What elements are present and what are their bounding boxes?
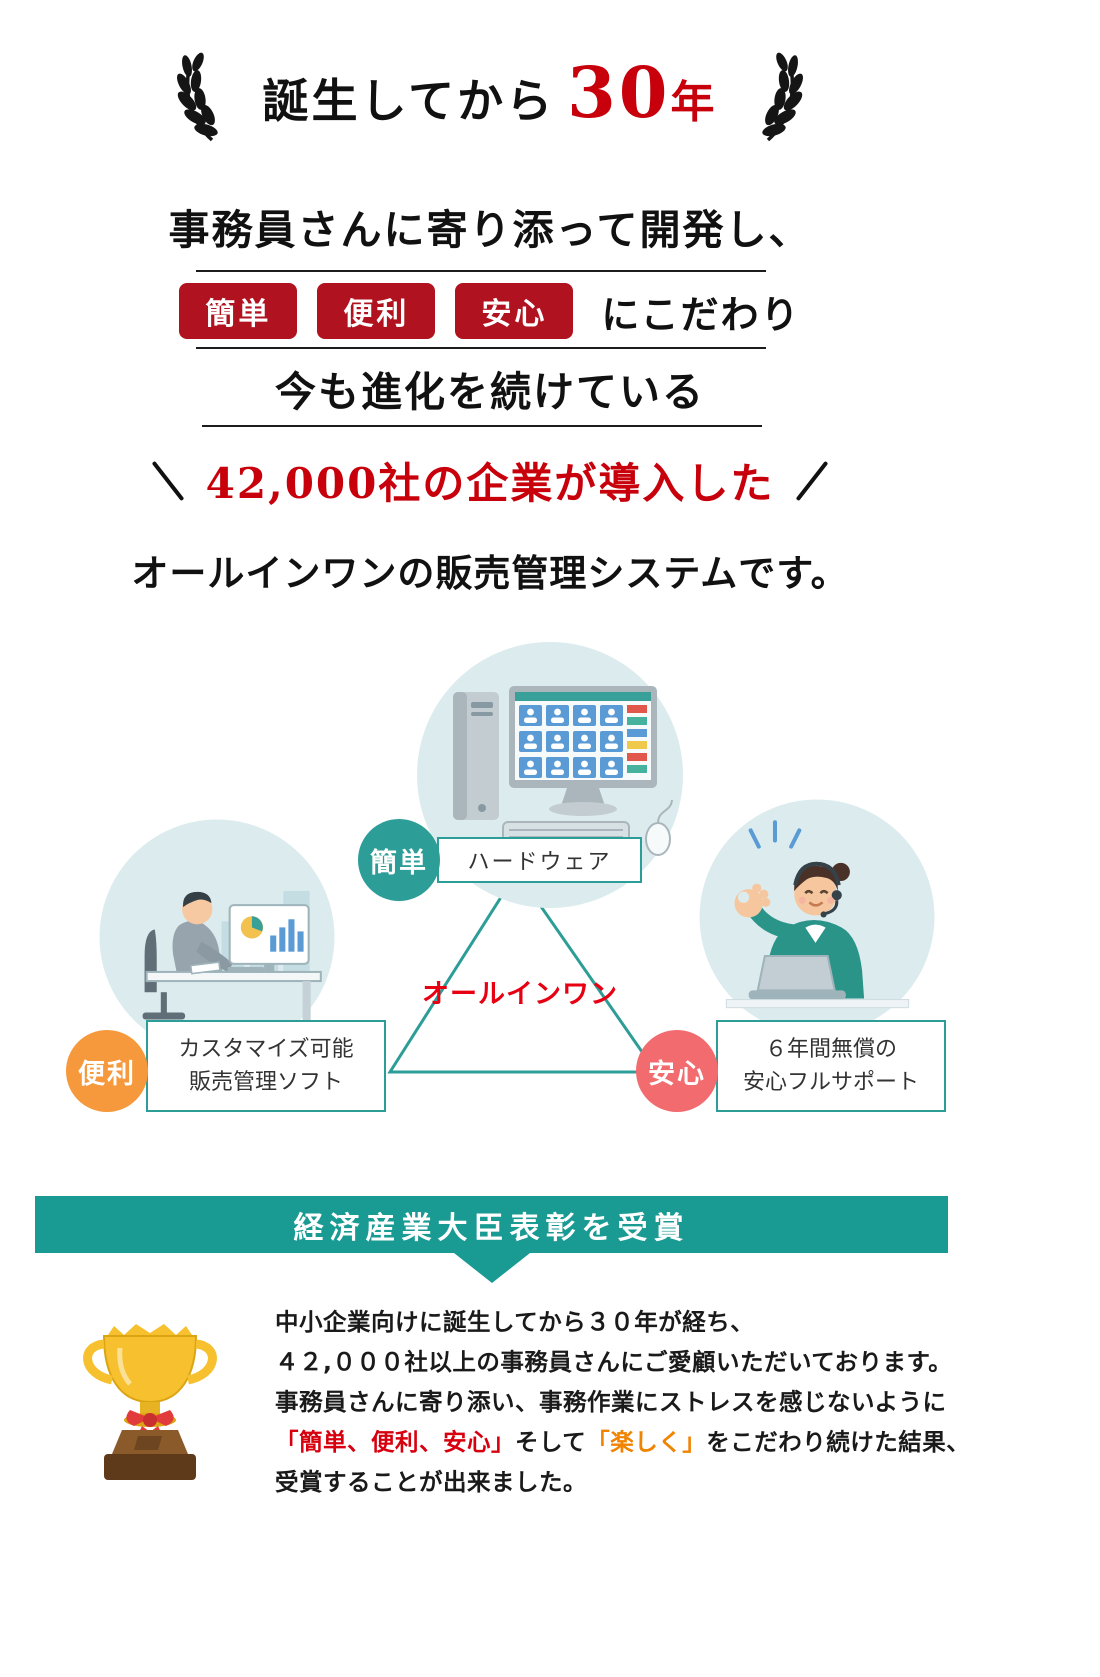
subtitle: オールインワンの販売管理システムです。 — [131, 551, 849, 595]
badge-row-suffix: にこだわり — [601, 291, 801, 337]
award-line5: 受賞することが出来ました。 — [275, 1468, 587, 1496]
award-line2: ４２,０００社以上の事務員さんにご愛顧いただいております。 — [275, 1348, 953, 1376]
triangle-connector-lines — [387, 869, 659, 1074]
highlight-text: 42,000社の企業が導入した — [205, 459, 775, 508]
node-label-support-line2: 安心フルサポート — [742, 1070, 919, 1095]
award-line4: 「簡単、便利、安心」そして「楽しく」をこだわり続けた結果、 — [275, 1422, 975, 1462]
feature-badge-row: 簡単 便利 安心 にこだわり — [0, 283, 980, 339]
node-label-hardware: ハードウェア — [467, 850, 612, 875]
trophy-icon — [68, 1318, 233, 1507]
node-badge-kantan: 簡単 — [358, 819, 440, 901]
award-line4-end: をこだわり続けた結果、 — [706, 1428, 971, 1456]
intro-line1: 事務員さんに寄り添って開発し、 — [168, 206, 812, 254]
award-banner: 経済産業大臣表彰を受賞 — [35, 1196, 948, 1253]
arrow-down-icon — [454, 1253, 530, 1283]
award-line4-red: 「簡単、便利、安心」 — [275, 1428, 515, 1456]
node-label-software-line1: カスタマイズ可能 — [178, 1037, 354, 1062]
node-box-software: カスタマイズ可能 販売管理ソフト — [146, 1020, 386, 1112]
node-badge-anshin: 安心 — [636, 1030, 718, 1112]
award-line1: 中小企業向けに誕生してから３０年が経ち、 — [275, 1308, 755, 1336]
award-line4-mid: そして — [515, 1428, 587, 1456]
node-badge-benri: 便利 — [66, 1030, 148, 1112]
support-operator-illustration — [698, 798, 936, 1040]
divider — [196, 347, 766, 349]
badge-benri: 便利 — [317, 283, 436, 339]
hero-title-prefix: 誕生してから — [262, 73, 556, 128]
badge-kantan: 簡単 — [179, 283, 298, 339]
award-line4-orange: 「楽しく」 — [586, 1428, 707, 1456]
diagram-center-label: オールインワン — [422, 979, 618, 1010]
hero-title-suffix: 年 — [670, 76, 718, 128]
badge-anshin: 安心 — [455, 283, 574, 339]
divider — [202, 425, 762, 427]
award-line3: 事務員さんに寄り添い、事務作業にストレスを感じないように — [275, 1388, 947, 1416]
office-worker-illustration — [98, 818, 336, 1060]
node-box-hardware: ハードウェア — [437, 837, 642, 883]
laurel-left-icon — [172, 40, 226, 144]
slash-mark — [796, 460, 829, 501]
intro-line2: 今も進化を続けている — [275, 368, 705, 416]
node-box-support: ６年間無償の 安心フルサポート — [716, 1020, 946, 1112]
ok-hand — [734, 883, 771, 918]
award-description: 中小企業向けに誕生してから３０年が経ち、 ４２,０００社以上の事務員さんにご愛顧… — [275, 1302, 975, 1502]
node-label-software-line2: 販売管理ソフト — [188, 1070, 343, 1095]
highlight-row: 42,000社の企業が導入した — [0, 450, 980, 511]
laurel-right-icon — [754, 40, 808, 144]
divider — [196, 270, 766, 272]
backslash-mark — [151, 460, 184, 501]
hero-title-number: 30 — [567, 50, 671, 134]
all-in-one-diagram: 簡単 ハードウェア オールインワン 便利 カスタマイズ可能 販売管理ソフト 安心… — [0, 640, 1100, 1170]
node-label-support-line1: ６年間無償の — [764, 1037, 897, 1062]
